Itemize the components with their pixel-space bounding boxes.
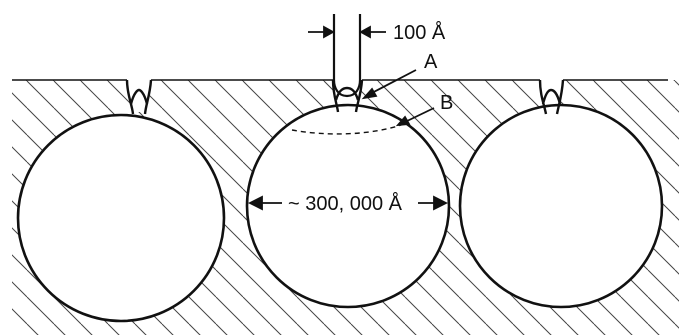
pore-width-label: 100 Å	[393, 21, 446, 44]
dashed-boundary-b	[291, 123, 405, 135]
label-a-leader	[361, 69, 417, 100]
neck-left	[125, 79, 153, 115]
neck-right	[538, 79, 565, 115]
diameter-arrows	[247, 195, 449, 211]
cavity-diameter-label: ~ 300, 000 Å	[288, 192, 403, 215]
cavity-left	[16, 113, 226, 323]
cavity-right	[458, 103, 664, 309]
pore-tube	[332, 14, 362, 98]
cavity-center	[245, 103, 451, 309]
label-a: A	[424, 51, 438, 73]
pore-width-arrows	[308, 25, 386, 39]
label-b: B	[440, 92, 453, 114]
